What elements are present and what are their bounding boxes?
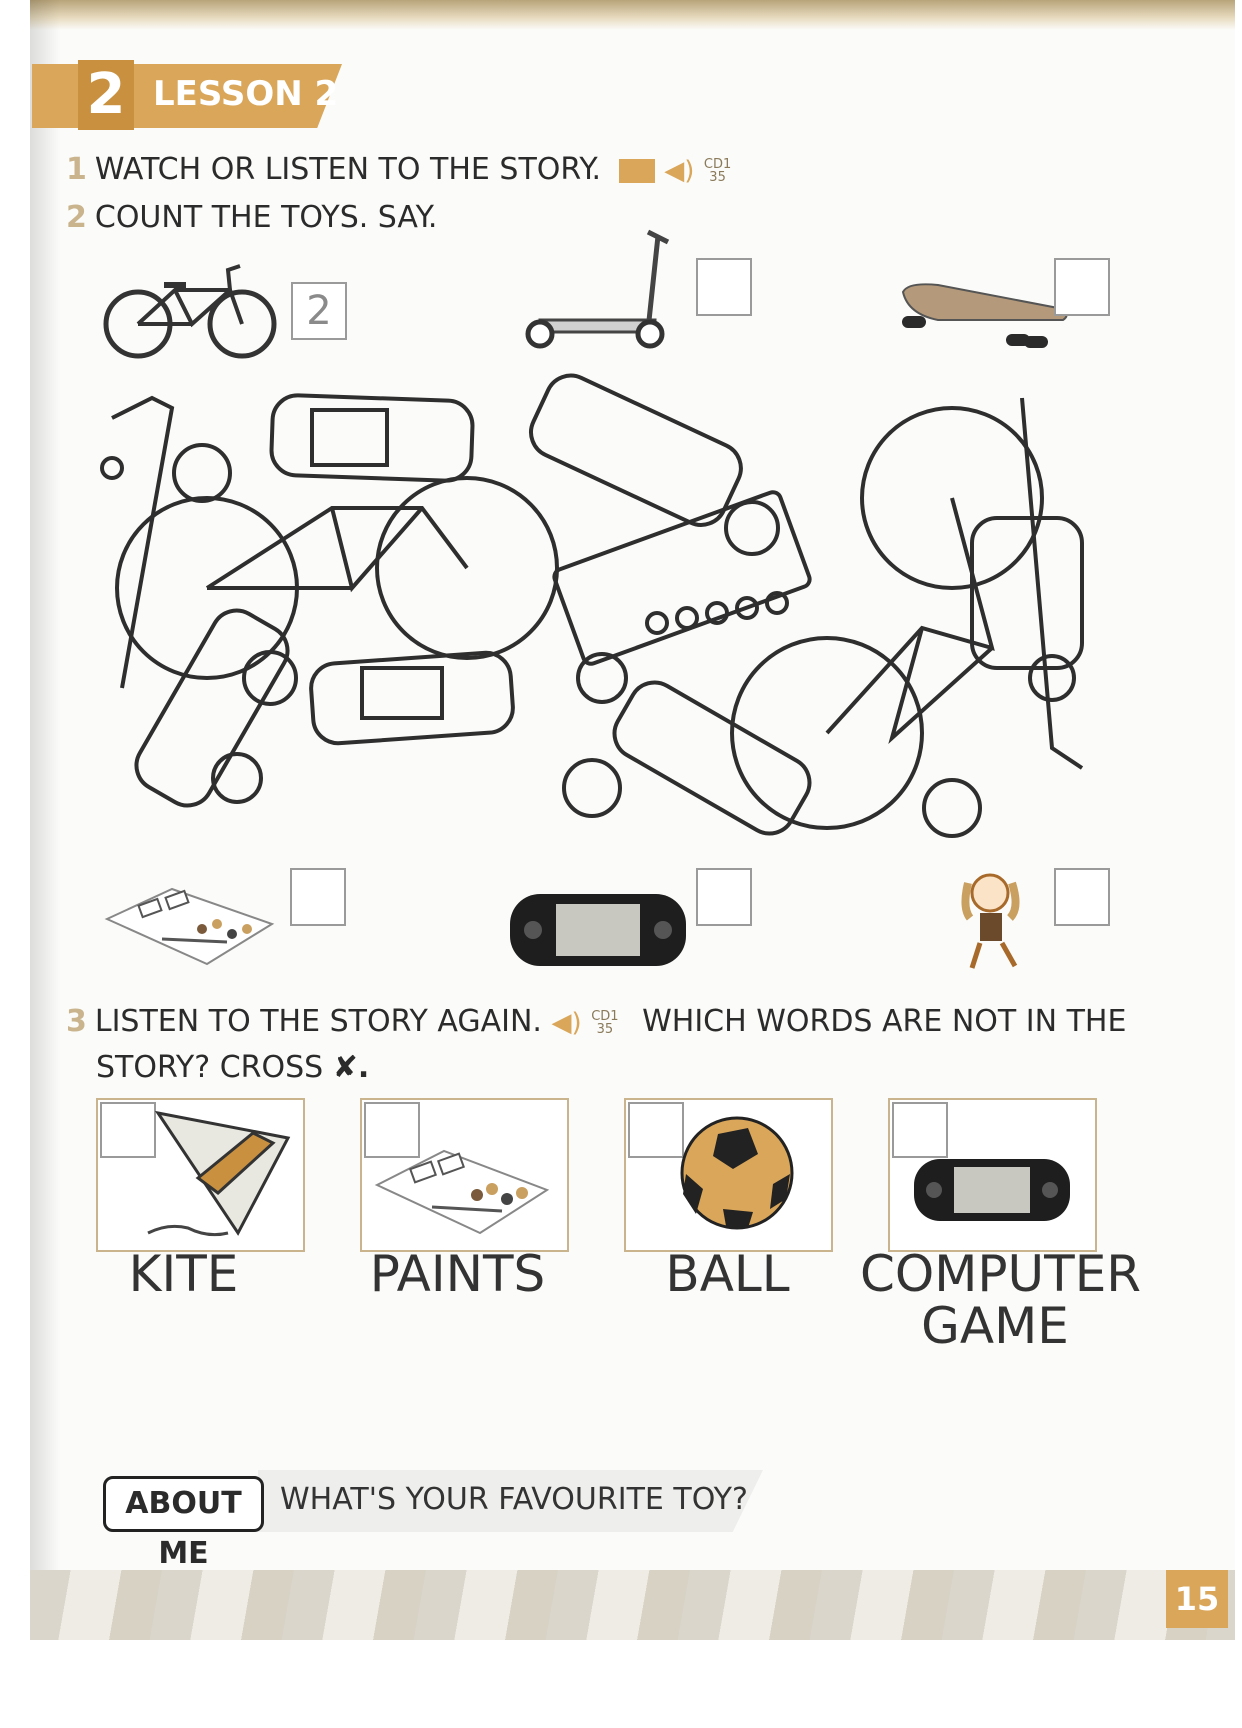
kite-icon xyxy=(147,1110,291,1237)
about-me-badge: ABOUT ME xyxy=(103,1476,264,1571)
skateboard-icon xyxy=(901,283,1068,348)
activity-2-number: 2 xyxy=(66,200,87,235)
activity-1-text: WATCH OR LISTEN TO THE STORY. xyxy=(94,152,602,187)
lesson-number: 2 xyxy=(78,60,134,130)
workbook-page xyxy=(30,0,1235,1640)
word-computer: COMPUTER xyxy=(860,1245,1142,1303)
scooter-icon xyxy=(525,229,670,349)
word-game: GAME xyxy=(921,1297,1069,1355)
activity-3-text-3: STORY? CROSS xyxy=(96,1050,324,1085)
activity-1-number: 1 xyxy=(66,152,87,187)
audio-speaker-icon[interactable]: ◀) xyxy=(551,1007,582,1038)
count-box-paints[interactable] xyxy=(290,868,346,926)
cross-box-kite[interactable] xyxy=(100,1102,156,1158)
count-box-scooter[interactable] xyxy=(696,258,752,316)
activity-2-text: COUNT THE TOYS. SAY. xyxy=(94,200,438,235)
toy-pile-illustration xyxy=(100,373,1084,838)
bike-icon xyxy=(103,264,277,359)
paints-icon xyxy=(374,1149,550,1235)
video-icon[interactable] xyxy=(618,158,655,183)
count-box-doll[interactable] xyxy=(1054,868,1110,926)
spine-shadow xyxy=(30,0,60,1640)
word-paints: PAINTS xyxy=(369,1245,546,1303)
computer-game-picture-frame xyxy=(888,1098,1097,1252)
cross-box-computer-game[interactable] xyxy=(892,1102,948,1158)
activity-3-text-2: WHICH WORDS ARE NOT IN THE xyxy=(642,1004,1127,1039)
page-number: 15 xyxy=(1166,1570,1228,1628)
about-me-bar xyxy=(258,1470,763,1532)
lesson-title: LESSON 2 xyxy=(153,74,339,114)
cross-box-paints[interactable] xyxy=(364,1102,420,1158)
paints-picture-frame xyxy=(360,1098,569,1252)
audio-speaker-icon[interactable]: ◀) xyxy=(664,155,695,186)
cross-box-ball[interactable] xyxy=(628,1102,684,1158)
ball-icon xyxy=(680,1116,794,1230)
ball-picture-frame xyxy=(624,1098,833,1252)
cross-symbol: ✘. xyxy=(332,1050,370,1085)
activity-3-instruction-line2: STORY? CROSS ✘. xyxy=(96,1050,369,1085)
computer-game-icon xyxy=(914,1159,1070,1221)
bottom-decoration-strip xyxy=(30,1570,1235,1640)
about-me-question: WHAT'S YOUR FAVOURITE TOY? xyxy=(280,1482,748,1517)
count-box-computer-game[interactable] xyxy=(696,868,752,926)
count-box-bike[interactable]: 2 xyxy=(291,282,347,340)
word-kite: KITE xyxy=(128,1245,239,1303)
activity-3-number: 3 xyxy=(66,1004,87,1039)
doll-icon xyxy=(961,873,1020,969)
paints-icon xyxy=(104,887,275,966)
computer-game-icon xyxy=(510,894,686,966)
activity-3-text-1: LISTEN TO THE STORY AGAIN. xyxy=(94,1004,542,1039)
page-top-edge xyxy=(30,0,1235,30)
word-ball: BALL xyxy=(665,1245,790,1303)
kite-picture-frame xyxy=(96,1098,305,1252)
count-box-skateboard[interactable] xyxy=(1054,258,1110,316)
